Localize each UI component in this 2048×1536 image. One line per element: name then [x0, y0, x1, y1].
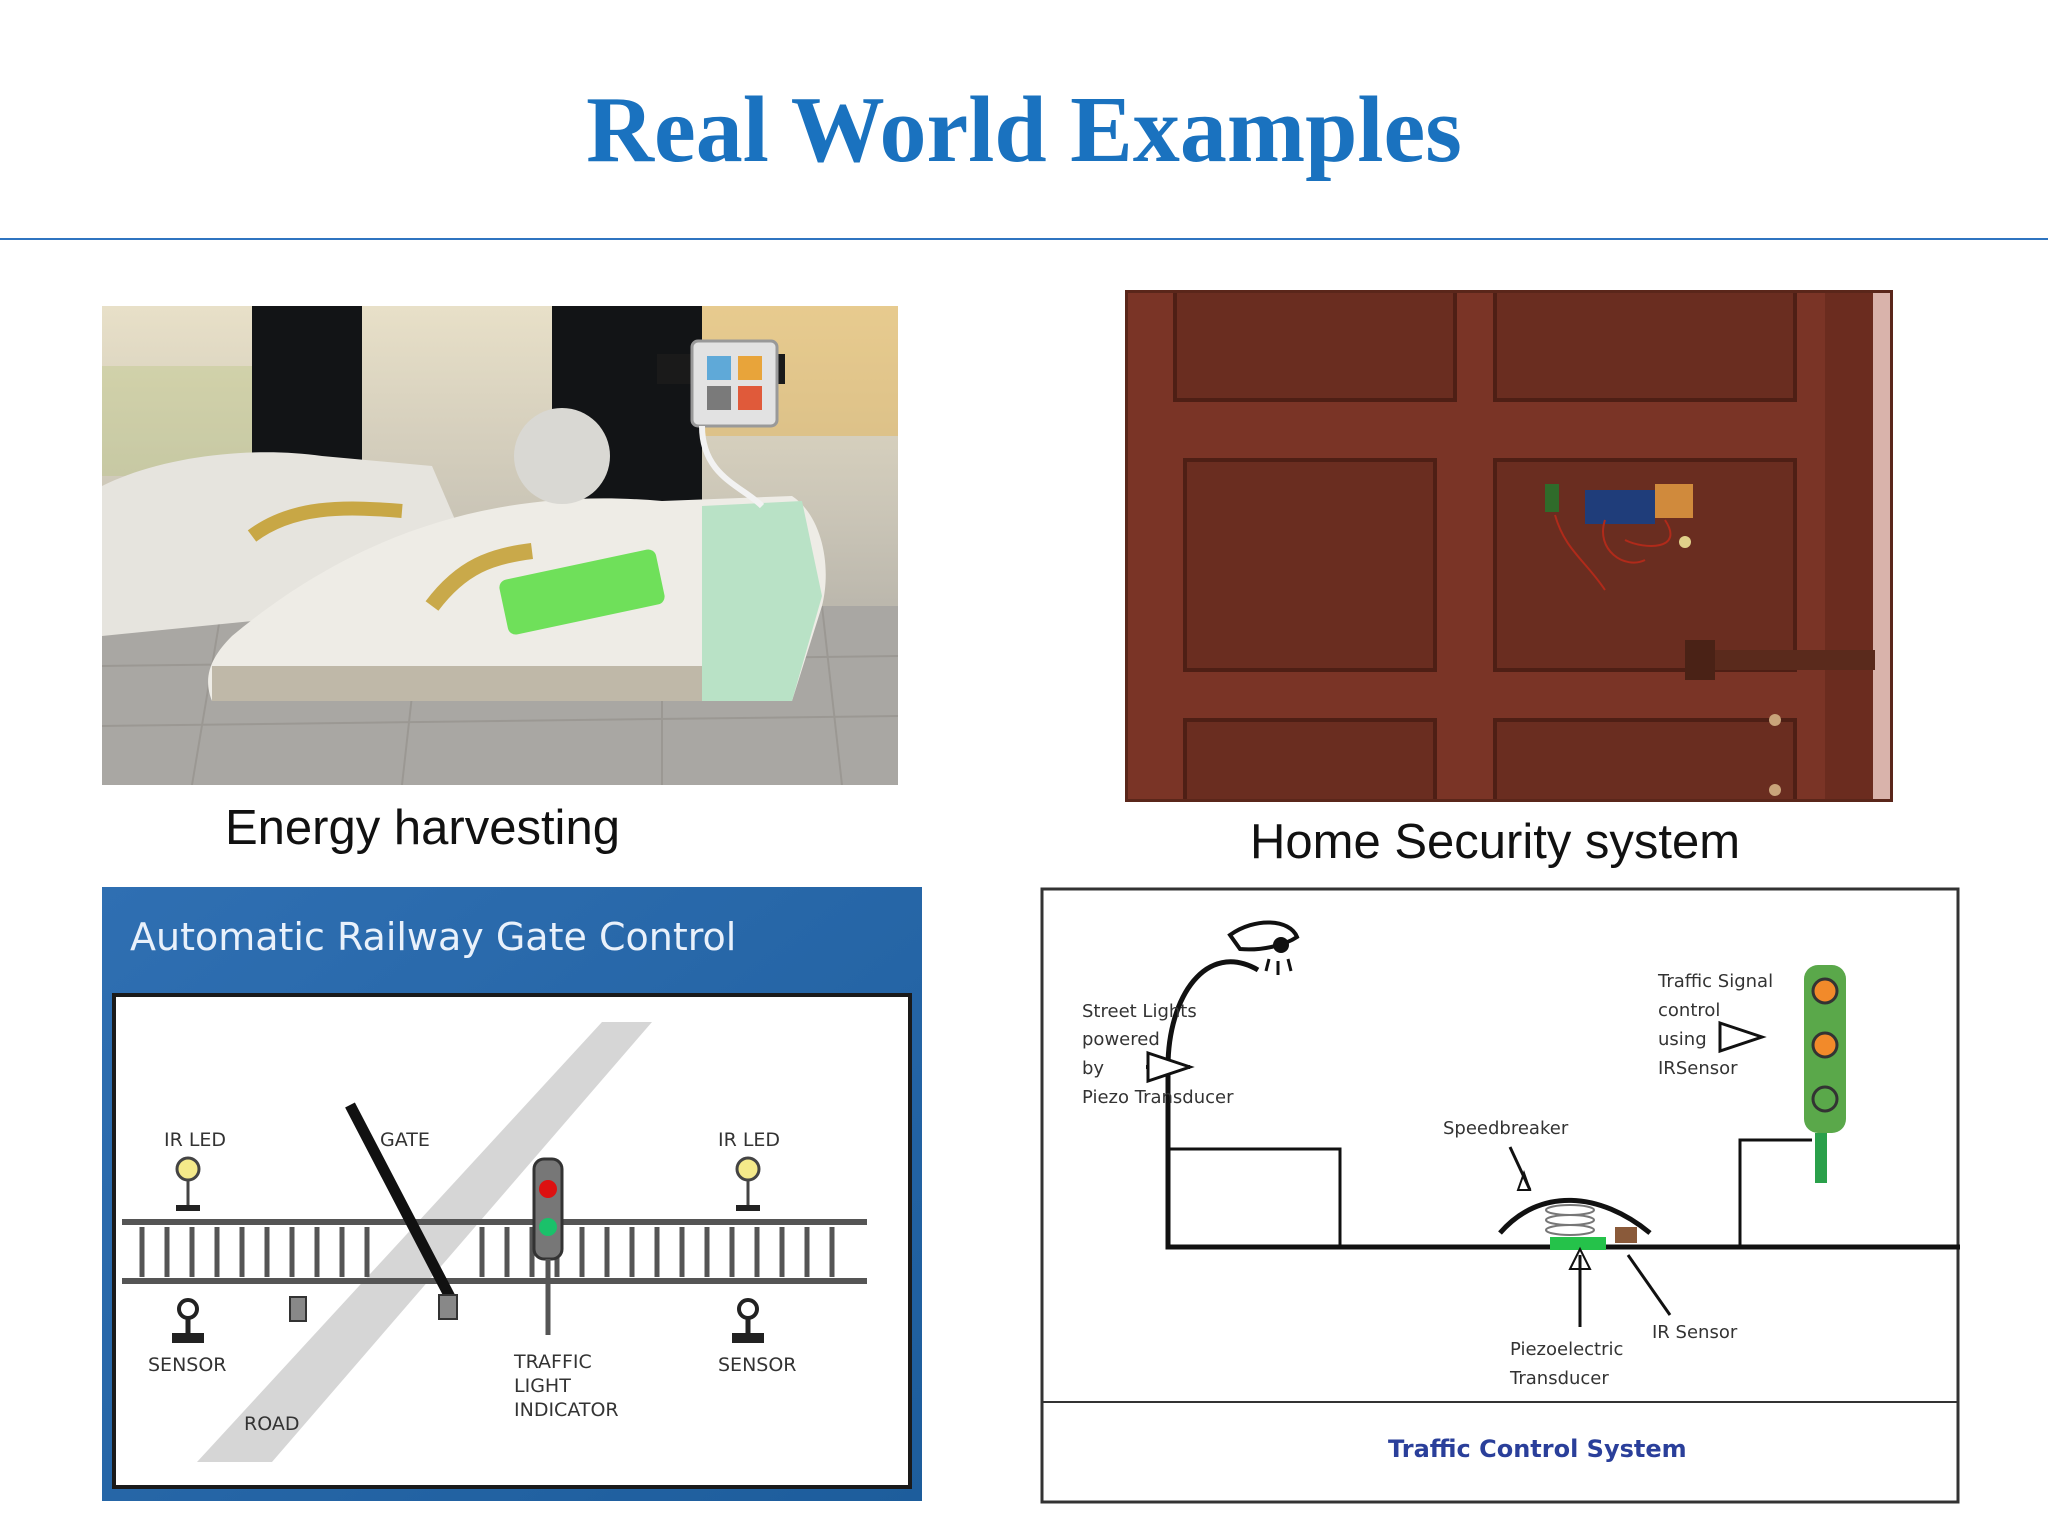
label-traffic-3: INDICATOR: [514, 1399, 619, 1421]
label-piezo-1: Piezoelectric: [1510, 1339, 1623, 1360]
label-signal-1: Traffic Signal: [1657, 971, 1773, 992]
railway-diagram-title: Automatic Railway Gate Control: [130, 915, 736, 959]
railway-gate-diagram: Automatic Railway Gate Control: [102, 887, 922, 1501]
traffic-diagram-title: Traffic Control System: [1388, 1435, 1687, 1463]
label-street-3: by: [1082, 1058, 1104, 1079]
label-ir-led-right: IR LED: [718, 1129, 780, 1151]
label-piezo-2: Transducer: [1509, 1368, 1609, 1389]
label-signal-2: control: [1658, 1000, 1720, 1021]
energy-harvesting-caption: Energy harvesting: [225, 801, 620, 855]
label-street-4: Piezo Transducer: [1082, 1087, 1234, 1108]
title-divider: [0, 238, 2048, 240]
label-speedbreaker: Speedbreaker: [1443, 1118, 1569, 1139]
home-security-caption: Home Security system: [1250, 815, 1741, 869]
label-signal-3: using: [1658, 1029, 1707, 1050]
label-traffic-2: LIGHT: [514, 1375, 571, 1397]
label-ir-sensor: IR Sensor: [1652, 1322, 1738, 1343]
label-street-1: Street Lights: [1082, 1001, 1197, 1022]
label-gate: GATE: [380, 1129, 430, 1151]
energy-harvesting-photo: [102, 306, 898, 785]
label-sensor-left: SENSOR: [148, 1354, 227, 1376]
label-ir-led-left: IR LED: [164, 1129, 226, 1151]
label-road: ROAD: [244, 1413, 299, 1435]
label-signal-4: IRSensor: [1658, 1058, 1738, 1079]
label-traffic-1: TRAFFIC: [513, 1351, 592, 1373]
label-sensor-right: SENSOR: [718, 1354, 797, 1376]
home-security-photo: [1125, 290, 1893, 802]
label-street-2: powered: [1082, 1029, 1160, 1050]
slide-title: Real World Examples: [586, 78, 1462, 182]
traffic-control-diagram: Street Lights powered by Piezo Transduce…: [1040, 887, 1960, 1504]
